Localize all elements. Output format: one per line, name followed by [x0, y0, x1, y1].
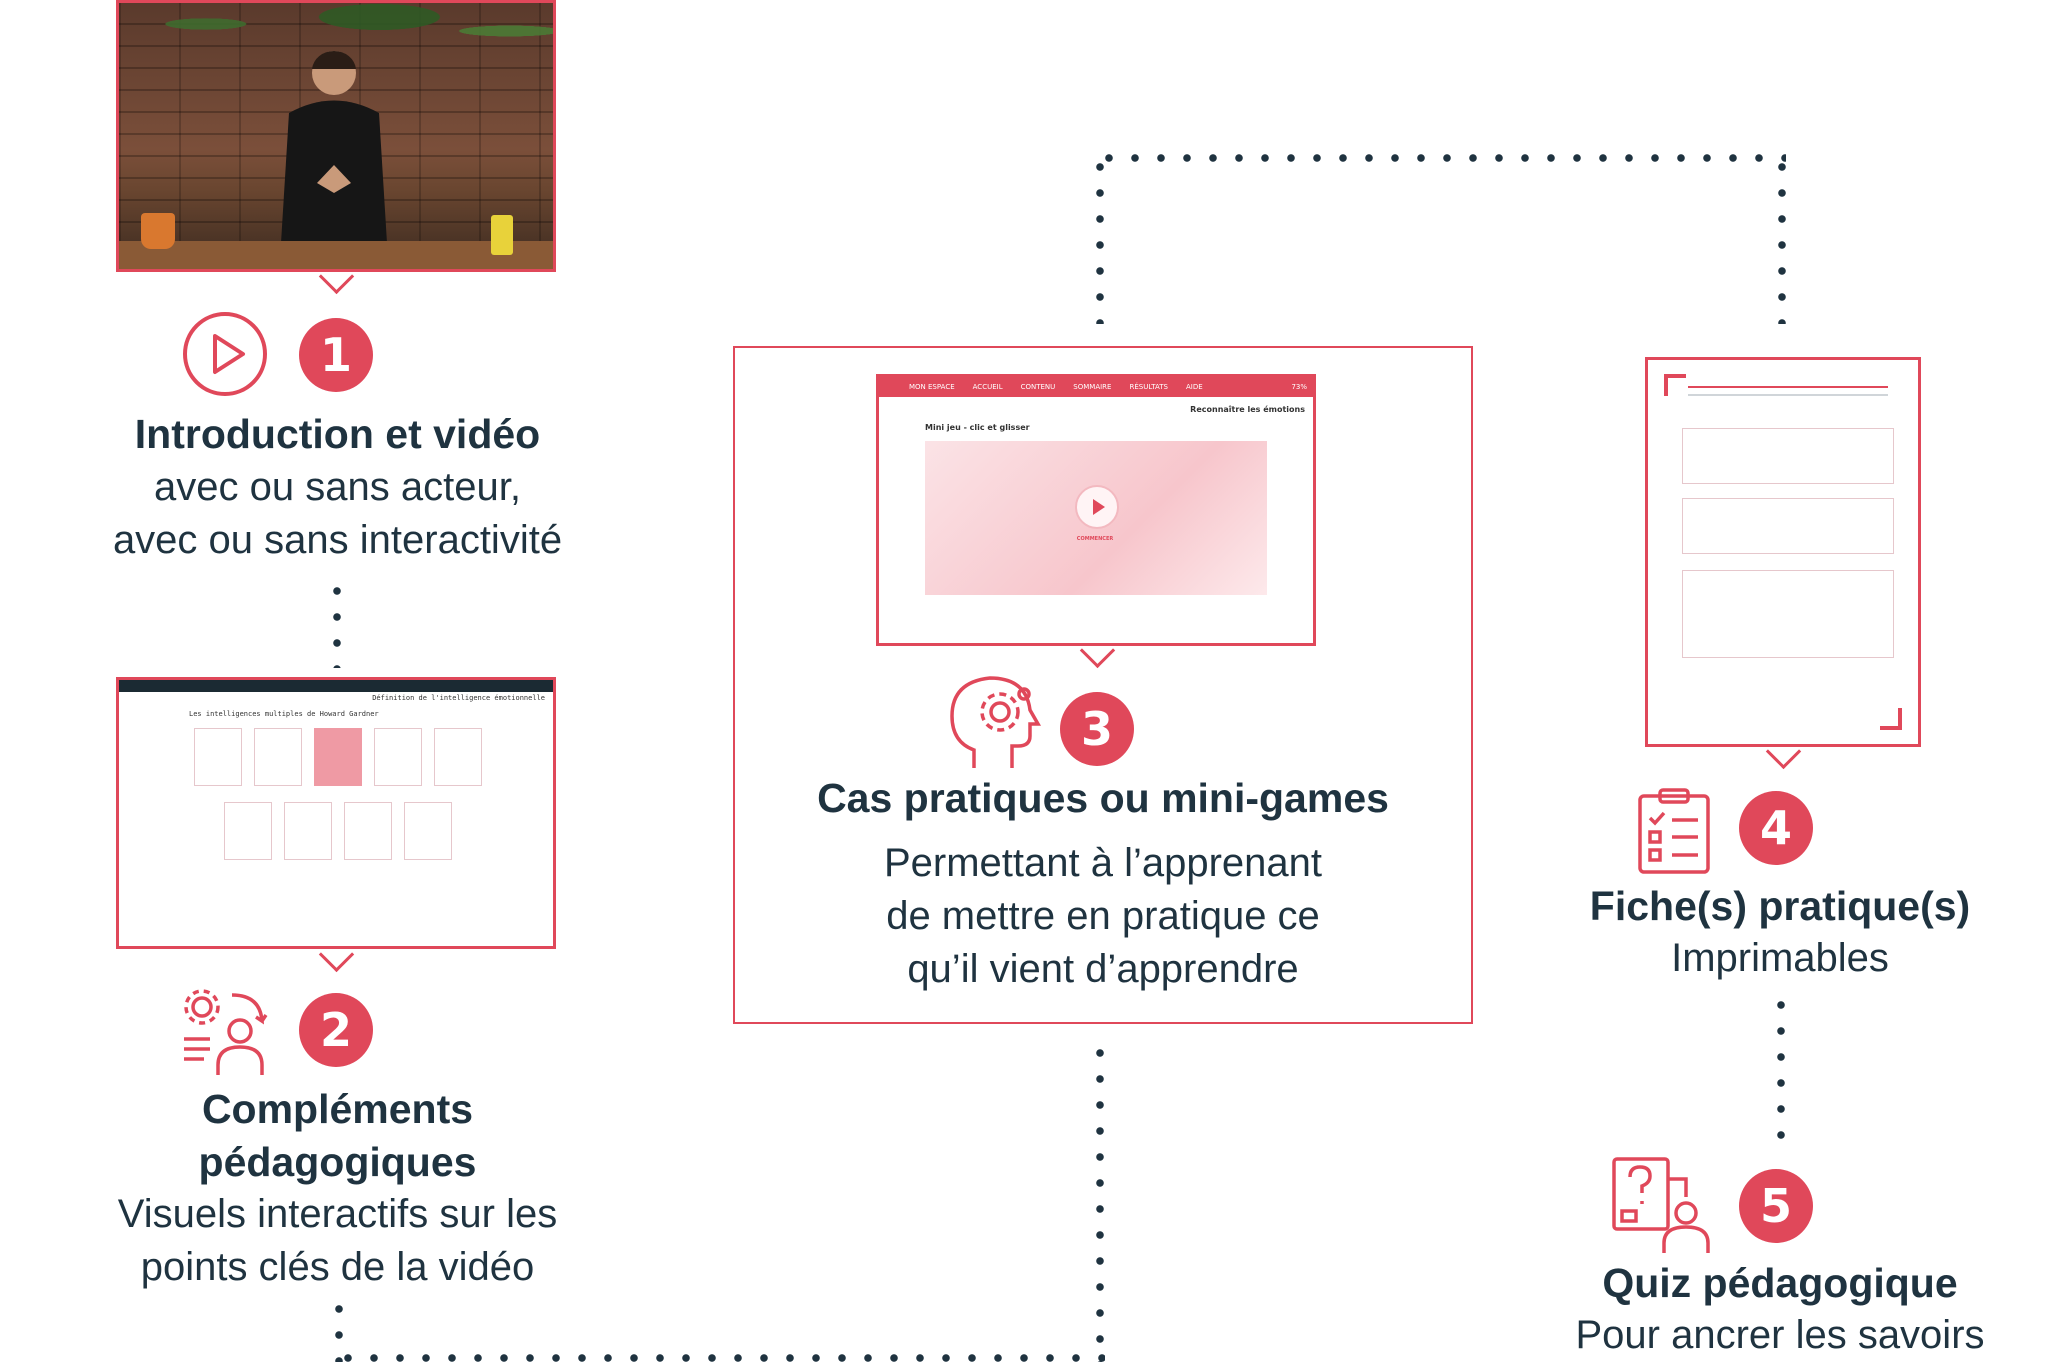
- step-number-2: 2: [299, 993, 373, 1067]
- mini-game-screenshot[interactable]: MON ESPACE ACCUEIL CONTENU SOMMAIRE RÉSU…: [876, 374, 1316, 646]
- head-gear-icon: [944, 672, 1044, 772]
- intelligence-card[interactable]: [434, 728, 482, 786]
- step-2-subtitle-line-1: Visuels interactifs sur les: [117, 1192, 558, 1236]
- presenter-figure: [281, 50, 387, 243]
- dotted-connector: [1778, 154, 1786, 324]
- sheet-section: [1682, 498, 1894, 554]
- screen-subheading: Les intelligences multiples de Howard Ga…: [189, 710, 379, 718]
- complements-screenshot[interactable]: Définition de l'intelligence émotionnell…: [116, 677, 556, 949]
- step-4-subtitle: Imprimables: [1671, 936, 1889, 980]
- nav-item[interactable]: SOMMAIRE: [1073, 383, 1112, 391]
- progress-percent: 73%: [1291, 383, 1307, 391]
- play-button[interactable]: [1075, 485, 1119, 529]
- nav-item[interactable]: AIDE: [1185, 383, 1203, 391]
- step-3-subtitle-line-2: de mettre en pratique ce: [886, 894, 1320, 938]
- dotted-connector: [1096, 154, 1104, 324]
- corner-mark-top: [1664, 374, 1686, 396]
- activity-title: Mini jeu - clic et glisser: [925, 423, 1030, 432]
- step-5-subtitle: Pour ancrer les savoirs: [1575, 1313, 1985, 1357]
- intelligence-card[interactable]: [374, 728, 422, 786]
- nav-item[interactable]: CONTENU: [1020, 383, 1056, 391]
- sheet-section: [1682, 428, 1894, 484]
- dark-top-bar: [119, 680, 553, 692]
- step-number-3: 3: [1060, 692, 1134, 766]
- intelligence-card[interactable]: [254, 728, 302, 786]
- gear-user-icon: [180, 987, 272, 1079]
- intro-video-thumbnail[interactable]: [116, 0, 556, 272]
- doc-line: [1688, 386, 1888, 388]
- app-nav-bar: MON ESPACE ACCUEIL CONTENU SOMMAIRE RÉSU…: [879, 377, 1313, 397]
- step-3-subtitle-line-1: Permettant à l’apprenant: [883, 841, 1323, 885]
- intelligence-card[interactable]: [404, 802, 452, 860]
- step-number-1: 1: [299, 318, 373, 392]
- practical-sheet-screenshot[interactable]: [1645, 357, 1921, 747]
- step-5-title: Quiz pédagogique: [1602, 1260, 1958, 1306]
- step-1-subtitle-line-1: avec ou sans acteur,: [154, 465, 521, 509]
- nav-item[interactable]: MON ESPACE: [909, 383, 955, 391]
- intelligence-card[interactable]: [344, 802, 392, 860]
- start-label[interactable]: COMMENCER: [1076, 536, 1114, 542]
- step-2-subtitle-line-2: points clés de la vidéo: [140, 1245, 535, 1289]
- doc-line: [1688, 394, 1888, 396]
- intelligence-card[interactable]: [194, 728, 242, 786]
- dotted-connector: [1096, 154, 1786, 162]
- step-4-title: Fiche(s) pratique(s): [1589, 883, 1971, 929]
- step-1-title: Introduction et vidéo: [134, 411, 541, 457]
- intelligence-card[interactable]: [224, 802, 272, 860]
- sheet-section: [1682, 570, 1894, 658]
- step-1-subtitle-line-2: avec ou sans interactivité: [112, 518, 563, 562]
- plant-pot-left: [141, 213, 175, 249]
- pencil-cup: [491, 215, 513, 255]
- corner-mark-bottom: [1880, 708, 1902, 730]
- dotted-connector: [335, 1354, 1105, 1362]
- dotted-connector: [1777, 992, 1785, 1142]
- quiz-user-icon: [1610, 1155, 1714, 1255]
- play-circle-icon: [181, 310, 269, 398]
- intelligence-card-active[interactable]: [314, 728, 362, 786]
- step-3-subtitle-line-3: qu’il vient d’apprendre: [907, 947, 1299, 991]
- dotted-connector: [335, 1296, 343, 1362]
- clipboard-checklist-icon: [1634, 786, 1714, 876]
- step-number-4: 4: [1739, 791, 1813, 865]
- intelligence-card[interactable]: [284, 802, 332, 860]
- nav-item[interactable]: ACCUEIL: [972, 383, 1003, 391]
- dotted-connector: [333, 578, 341, 668]
- step-2-title-line-1: Compléments: [201, 1086, 474, 1132]
- desk: [119, 241, 553, 269]
- play-icon: [1093, 499, 1105, 515]
- screen-heading: Définition de l'intelligence émotionnell…: [372, 694, 545, 702]
- step-2-title-line-2: pédagogiques: [198, 1139, 477, 1185]
- game-preview[interactable]: COMMENCER: [925, 441, 1267, 595]
- page-title: Reconnaître les émotions: [1190, 405, 1305, 414]
- nav-item[interactable]: RÉSULTATS: [1129, 383, 1168, 391]
- step-number-5: 5: [1739, 1169, 1813, 1243]
- dotted-connector: [1096, 1040, 1104, 1362]
- step-3-title: Cas pratiques ou mini-games: [817, 775, 1389, 821]
